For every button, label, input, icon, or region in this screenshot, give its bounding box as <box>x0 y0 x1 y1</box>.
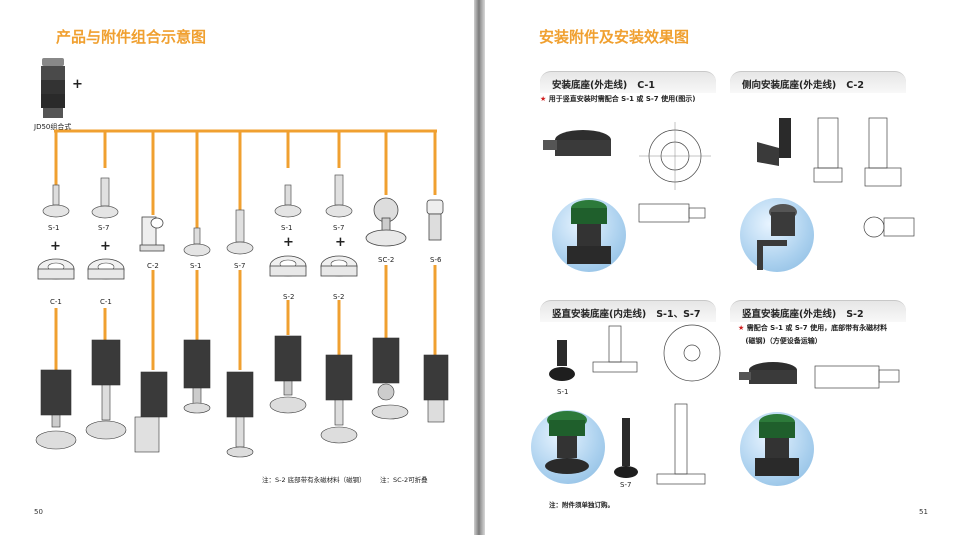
label-c1-b: C-1 <box>100 298 112 306</box>
s1-base-image-a <box>42 184 70 218</box>
s2-product-image <box>739 362 797 384</box>
footnote-accessories: 注：附件须单独订购。 <box>549 501 614 509</box>
page-number-left: 50 <box>34 508 43 516</box>
c1-installed-tower <box>567 200 611 264</box>
label-s7-a: S-7 <box>98 224 110 232</box>
c2-installed-tower <box>757 204 797 270</box>
left-page: 产品与附件组合示意图 + JD50组合式 <box>0 0 474 535</box>
card-header-c1: 安装底座(外走线) C-1 <box>540 71 716 93</box>
note-s2-magnet: 注：S-2 底部带有永磁材料（磁钢） <box>262 476 366 484</box>
label-s2-b: S-2 <box>333 293 345 301</box>
card-code: C-1 <box>637 80 655 91</box>
label-s7-b: S-7 <box>234 262 246 270</box>
s7-base-image-a <box>91 177 119 219</box>
label-s7-c: S-7 <box>333 224 345 232</box>
c1-base-image-a <box>37 258 75 280</box>
label-sc2: SC-2 <box>378 256 395 264</box>
card-header-s1-s7: 竖直安装底座(内走线) S-1、S-7 <box>540 300 716 322</box>
c2-bracket-image <box>139 216 165 252</box>
note-sc2-foldable: 注：SC-2可折叠 <box>380 476 428 484</box>
s1-product-image <box>549 340 575 381</box>
card-name: 竖直安装底座(外走线) <box>742 309 837 320</box>
c2-side-drawing <box>864 117 902 187</box>
note-s2: ★ 需配合 S-1 或 S-7 使用，底部带有永磁材料 (磁钢)（方便设备运输） <box>738 322 887 348</box>
note-s2-text-2: (磁钢)（方便设备运输） <box>745 337 822 345</box>
label-s1-right: S-1 <box>557 388 569 396</box>
label-s7-right: S-7 <box>620 481 632 489</box>
star-icon: ★ <box>738 324 745 332</box>
combo-label: JD50组合式 <box>34 123 72 131</box>
label-s1-a: S-1 <box>48 224 60 232</box>
plus-sign: + <box>72 77 83 92</box>
combo-tower-image <box>41 58 65 118</box>
card-code: C-2 <box>846 80 864 91</box>
s1-base-image-b <box>183 227 211 257</box>
s2-installed-tower <box>755 414 799 476</box>
c2-bottom-drawing <box>863 216 915 238</box>
label-s6: S-6 <box>430 256 442 264</box>
note-c1-text: 用于竖直安装时需配合 S-1 或 S-7 使用(图示) <box>548 95 696 103</box>
label-s2-a: S-2 <box>283 293 295 301</box>
s7-base-image-b <box>226 209 254 255</box>
s7-product-image <box>614 418 638 478</box>
c1-base-image-b <box>87 258 125 280</box>
card-code: S-1、S-7 <box>656 309 701 320</box>
label-c2: C-2 <box>147 262 159 270</box>
card-code: S-2 <box>846 309 864 320</box>
s-top-view-drawing <box>663 324 721 382</box>
c1-technical-drawing <box>639 122 711 190</box>
page-number-right: 51 <box>919 508 928 516</box>
c2-front-drawing <box>813 117 843 183</box>
plus-sign: + <box>283 235 294 250</box>
label-s1-b: S-1 <box>190 262 202 270</box>
plus-sign: + <box>335 235 346 250</box>
right-page: 安装附件及安装效果图 安装底座(外走线) C-1 ★ 用于竖直安装时需配合 S-1… <box>485 0 964 535</box>
c1-side-drawing <box>638 203 706 223</box>
plus-sign: + <box>100 239 111 254</box>
sc2-base-image <box>365 197 407 247</box>
s6-base-image <box>426 199 444 241</box>
label-s1-c: S-1 <box>281 224 293 232</box>
s2-technical-drawing <box>814 365 900 389</box>
card-header-c2: 侧向安装底座(外走线) C-2 <box>730 71 906 93</box>
c1-product-image <box>543 130 611 156</box>
left-page-title: 产品与附件组合示意图 <box>56 28 207 46</box>
book-spine <box>474 0 485 535</box>
s-installed-tower <box>545 411 589 474</box>
label-c1-a: C-1 <box>50 298 62 306</box>
card-name: 侧向安装底座(外走线) <box>742 80 837 91</box>
s7-base-image-c <box>325 174 353 218</box>
s1-base-image-c <box>274 184 302 218</box>
card-name: 竖直安装底座(内走线) <box>552 309 647 320</box>
plus-sign: + <box>50 239 61 254</box>
note-c1: ★ 用于竖直安装时需配合 S-1 或 S-7 使用(图示) <box>540 93 696 106</box>
s2-base-image-b <box>320 255 358 277</box>
assembled-tower-images <box>35 335 449 458</box>
right-page-title: 安装附件及安装效果图 <box>539 28 690 46</box>
card-header-s2: 竖直安装底座(外走线) S-2 <box>730 300 906 322</box>
s2-base-image-a <box>269 255 307 277</box>
note-s2-text: 需配合 S-1 或 S-7 使用，底部带有永磁材料 <box>746 324 888 332</box>
s7-technical-drawing <box>656 403 706 485</box>
c2-product-image <box>757 118 791 166</box>
star-icon: ★ <box>540 95 547 103</box>
s1-technical-drawing <box>592 325 638 373</box>
card-name: 安装底座(外走线) <box>552 80 628 91</box>
